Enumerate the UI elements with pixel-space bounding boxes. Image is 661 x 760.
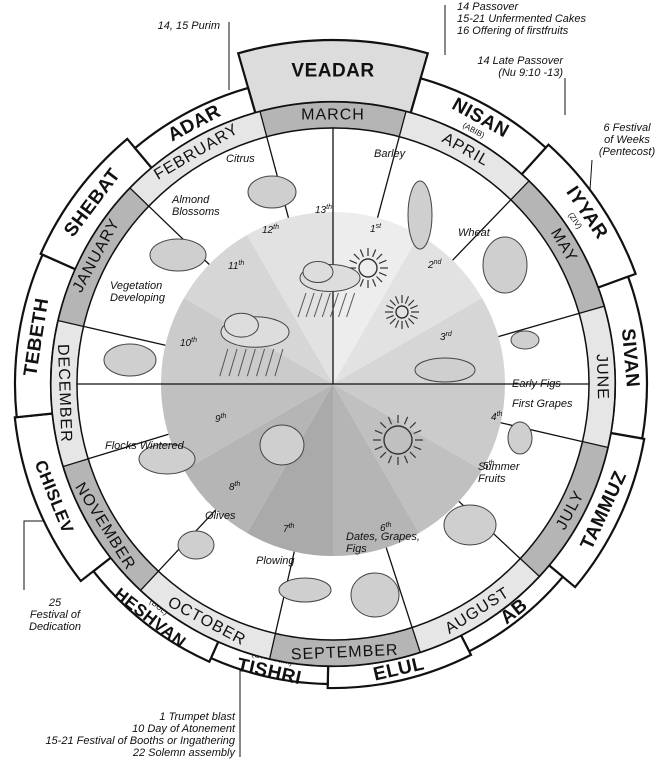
late-passover-note: 14 Late Passover (Nu 9:10 -13) [477,55,563,79]
dates-grapes-illustration [351,573,399,617]
purim-note: 14, 15 Purim [158,20,220,32]
crop-label-citrus: Citrus [226,153,255,165]
barley-illustration [408,181,432,249]
olives-illustration [178,531,214,559]
crop-label-wheat: Wheat [458,227,491,239]
festival-of-dedication-note: 25 Festival of Dedication [20,597,90,633]
pomegranate-illustration [260,425,304,465]
wheat-sheaf-illustration [483,237,527,293]
gregorian-month-december: DECEMBER [54,344,74,443]
nisan-festivals-note: 14 Passover 15-21 Unfermented Cakes 16 O… [457,1,586,37]
hebrew-month-veadar: VEADAR [291,61,374,82]
festival-of-weeks-note: 6 Festival of Weeks (Pentecost) [592,122,661,158]
first-grapes-illustration [508,422,532,454]
tishri-festivals-note: 1 Trumpet blast 10 Day of Atonement 15-2… [45,711,235,759]
crop-label-olives: Olives [205,510,236,522]
early-figs-illustration [511,331,539,349]
camel-illustration [415,358,475,382]
crop-label-plowing: Plowing [256,555,295,567]
crop-label-flocks-wintered: Flocks Wintered [105,440,185,452]
crop-label-early-figs: Early Figs [512,378,561,390]
citrus-illustration [248,176,296,208]
gregorian-month-march: MARCH [301,107,365,124]
crop-label-first-grapes: First Grapes [512,398,573,410]
fruit-basket-illustration [444,505,496,545]
almond-illustration [150,239,206,271]
vegetation-illustration [104,344,156,376]
gregorian-month-june: JUNE [593,354,611,400]
crop-label-barley: Barley [374,148,407,160]
plow-illustration [279,578,331,602]
